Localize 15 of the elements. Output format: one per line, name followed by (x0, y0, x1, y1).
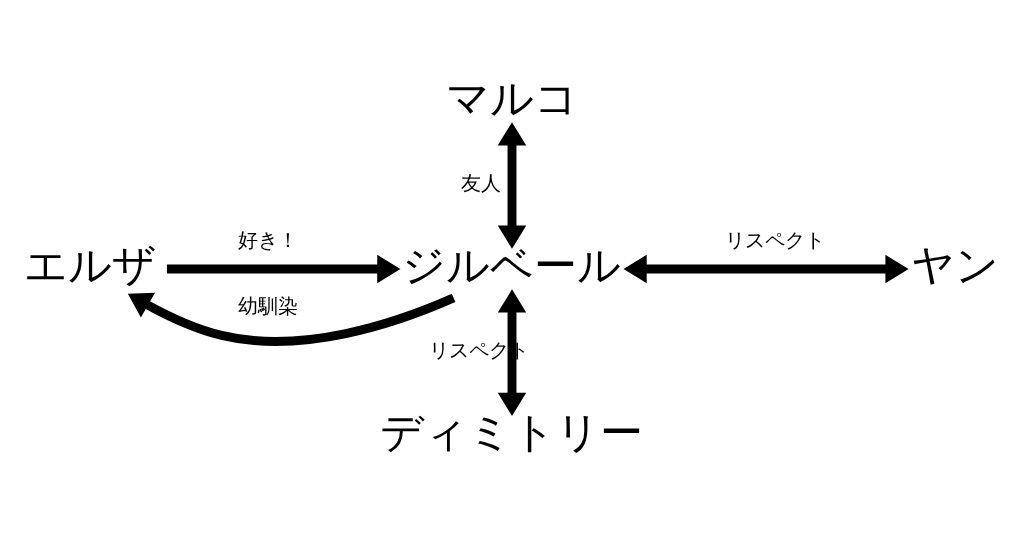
arrow (166, 254, 401, 284)
node-text: ジルベール (402, 240, 622, 291)
node-text: エルザ (24, 240, 157, 291)
arrow (623, 254, 909, 284)
node-text: マルコ (446, 72, 578, 123)
edge-label: 好き！ (237, 228, 298, 253)
arrow (497, 122, 527, 249)
edge-label: 幼馴染 (237, 294, 298, 319)
arrow (127, 292, 456, 346)
edge-label: リスペクト (429, 338, 530, 363)
edge-label: リスペクト (725, 228, 826, 253)
edge-label: 友人 (460, 171, 501, 196)
arrow (497, 289, 527, 416)
node-text: ヤン (911, 240, 1000, 291)
node-text: ディミトリー (380, 407, 644, 458)
